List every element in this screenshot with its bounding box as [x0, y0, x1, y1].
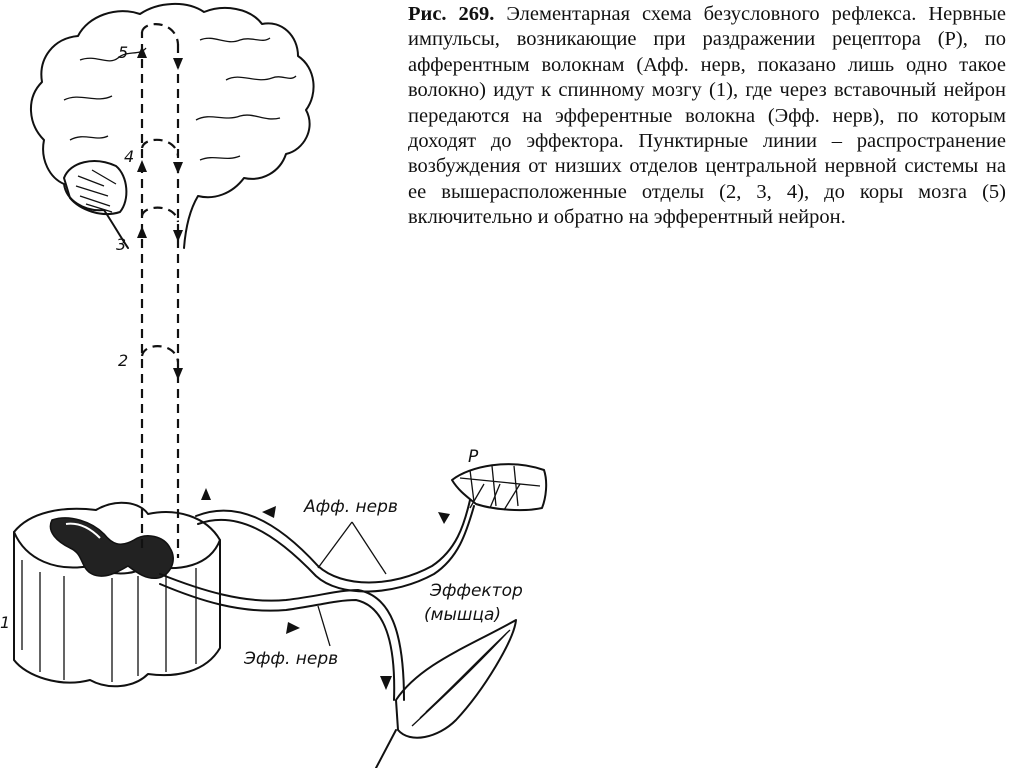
caption-text: Элементарная схема безусловного рефлекса…: [408, 3, 1006, 229]
arrow-down-icon: [173, 58, 183, 70]
afferent-label-pointer-1: [317, 521, 353, 569]
arrow-down-icon: [380, 676, 392, 690]
arrow-down-icon: [173, 230, 183, 242]
arrowheads: [137, 46, 450, 690]
level-label-3: 3: [116, 235, 126, 254]
spinal-cord-illustration: [13, 501, 221, 688]
effector-muscle-label: (мышца): [424, 605, 501, 625]
caption-figure-number: Рис. 269.: [408, 3, 495, 25]
nerve-fibers: [159, 463, 548, 768]
arrow-up-icon: [137, 160, 147, 172]
arrow-up-icon: [137, 226, 147, 238]
arrow-up-icon: [201, 488, 211, 500]
brain-illustration: [29, 2, 315, 249]
effector-label: Эффектор: [429, 581, 523, 601]
dashed-conduction-lines: [140, 23, 180, 558]
figure-caption: Рис. 269. Элементарная схема безусловног…: [408, 2, 1006, 231]
arrow-down-icon: [173, 162, 183, 174]
arrow-left-icon: [262, 506, 276, 518]
level-label-4: 4: [124, 147, 134, 166]
afferent-label-pointer-2: [351, 521, 387, 575]
arrow-down-icon: [173, 368, 183, 380]
level-label-2: 2: [118, 351, 128, 370]
arrow-down-icon: [438, 512, 450, 524]
afferent-nerve-label: Афф. нерв: [303, 497, 398, 517]
efferent-nerve-label: Эфф. нерв: [243, 649, 338, 669]
level-label-1: 1: [0, 613, 10, 632]
efferent-label-pointer: [317, 605, 331, 647]
arrow-right-icon: [286, 622, 300, 634]
arrow-up-icon: [137, 46, 147, 58]
level-label-5: 5: [118, 43, 128, 62]
receptor-label: Р: [468, 447, 479, 467]
